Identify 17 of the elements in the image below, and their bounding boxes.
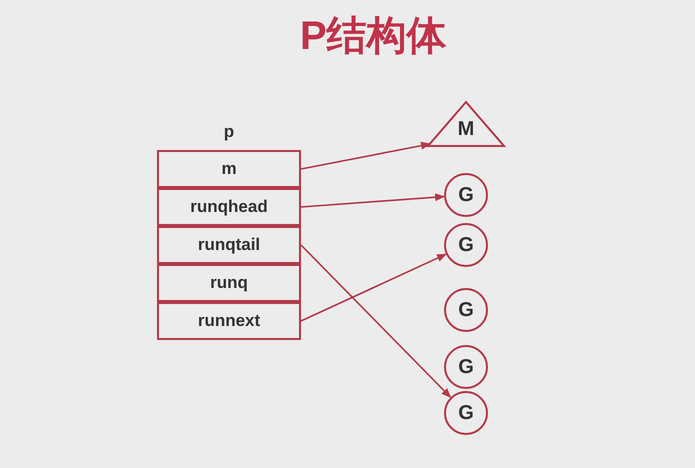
- circle-node: G: [444, 223, 488, 267]
- struct-heading: p: [222, 122, 236, 142]
- field-row: runqhead: [157, 188, 301, 226]
- circle-node: G: [444, 345, 488, 389]
- field-row: m: [157, 150, 301, 188]
- arrow: [300, 142, 431, 170]
- circle-node: G: [444, 173, 488, 217]
- arrow: [300, 193, 446, 208]
- field-row: runq: [157, 264, 301, 302]
- arrow: [300, 253, 447, 322]
- title: P结构体: [300, 13, 447, 60]
- circle-node: G: [444, 288, 488, 332]
- triangle-node: M: [426, 100, 506, 148]
- field-row: runqtail: [157, 226, 301, 264]
- arrow: [300, 244, 452, 398]
- circle-node: G: [444, 391, 488, 435]
- field-row: runnext: [157, 302, 301, 340]
